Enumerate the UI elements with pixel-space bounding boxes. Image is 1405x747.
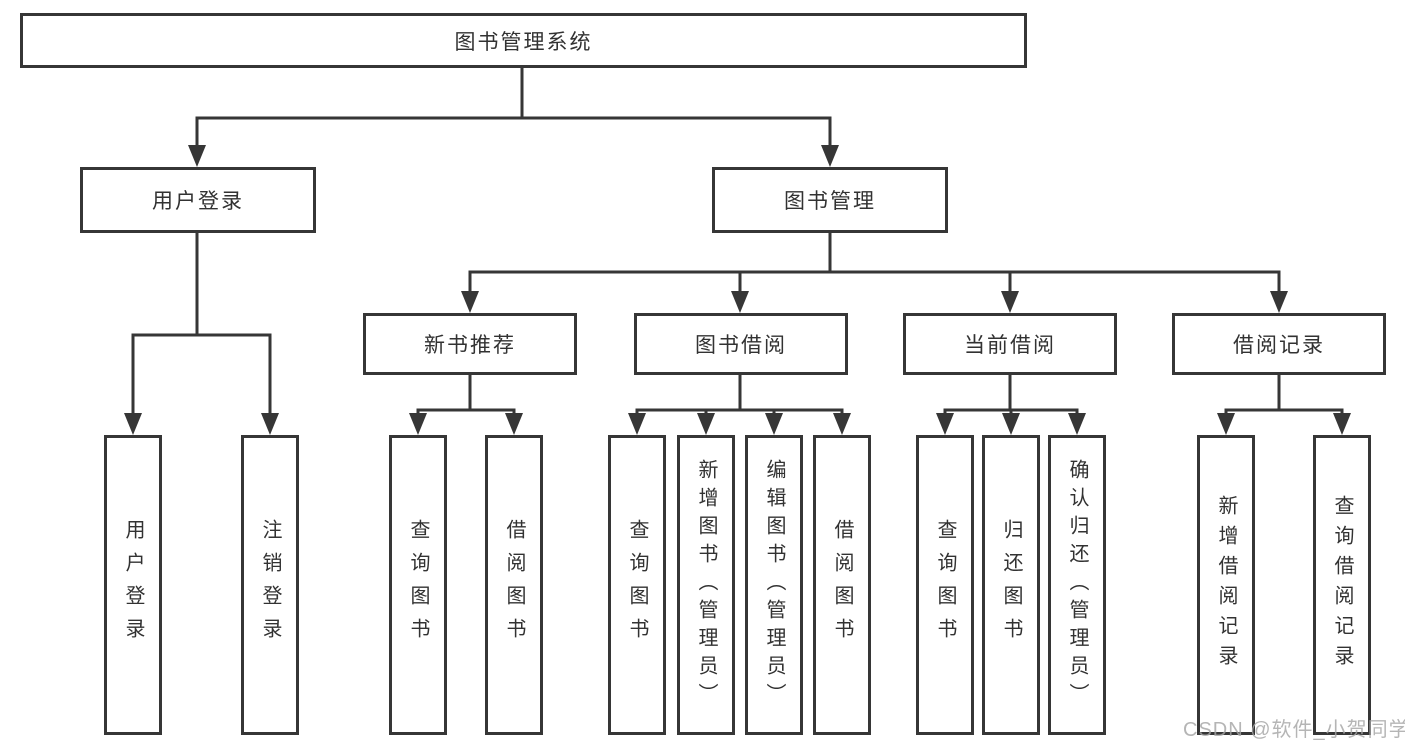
- leaf-query-books-current-label: 查询图书: [934, 519, 956, 651]
- leaf-borrow-books-recommend-label: 借阅图书: [503, 519, 525, 651]
- leaf-add-borrow-record: 新增借阅记录: [1197, 435, 1255, 735]
- leaf-add-borrow-record-label: 新增借阅记录: [1215, 495, 1237, 675]
- leaf-edit-books-admin: 编辑图书（管理员）: [745, 435, 803, 735]
- leaf-edit-books-admin-label: 编辑图书（管理员）: [763, 459, 785, 711]
- leaf-add-books-admin-label: 新增图书（管理员）: [695, 459, 717, 711]
- connector-line: [416, 375, 516, 416]
- leaf-user-login-label: 用户登录: [122, 519, 144, 651]
- arrowhead-down-icon: [1068, 413, 1086, 435]
- leaf-return-books: 归还图书: [982, 435, 1040, 735]
- node-book-management: 图书管理: [712, 167, 948, 233]
- arrowhead-down-icon: [731, 291, 749, 313]
- connector-line: [195, 116, 832, 147]
- arrowhead-down-icon: [188, 145, 206, 167]
- leaf-query-books-recommend-label: 查询图书: [407, 519, 429, 651]
- node-current-borrowing-label: 当前借阅: [964, 334, 1056, 357]
- leaf-logout-label: 注销登录: [259, 519, 281, 651]
- leaf-query-books-current: 查询图书: [916, 435, 974, 735]
- node-root: 图书管理系统: [20, 13, 1027, 68]
- node-user-login: 用户登录: [80, 167, 316, 233]
- arrowhead-down-icon: [628, 413, 646, 435]
- connector-line: [943, 375, 1079, 416]
- arrowhead-down-icon: [1002, 413, 1020, 435]
- node-borrowing-records-label: 借阅记录: [1233, 334, 1325, 357]
- leaf-confirm-return-admin: 确认归还（管理员）: [1048, 435, 1106, 735]
- arrowhead-down-icon: [261, 413, 279, 435]
- arrowhead-down-icon: [1217, 413, 1235, 435]
- leaf-confirm-return-admin-label: 确认归还（管理员）: [1066, 459, 1088, 711]
- arrowheads: [124, 145, 1351, 435]
- leaf-borrow-books: 借阅图书: [813, 435, 871, 735]
- node-user-login-label: 用户登录: [152, 190, 244, 213]
- node-current-borrowing: 当前借阅: [903, 313, 1117, 375]
- leaf-borrow-books-label: 借阅图书: [831, 519, 853, 651]
- node-book-borrowing: 图书借阅: [634, 313, 848, 375]
- arrowhead-down-icon: [409, 413, 427, 435]
- leaf-return-books-label: 归还图书: [1000, 519, 1022, 651]
- node-new-book-recommend-label: 新书推荐: [424, 334, 516, 357]
- arrowhead-down-icon: [124, 413, 142, 435]
- arrowhead-down-icon: [505, 413, 523, 435]
- arrowhead-down-icon: [936, 413, 954, 435]
- leaf-query-books-recommend: 查询图书: [389, 435, 447, 735]
- leaf-query-borrow-record-label: 查询借阅记录: [1331, 495, 1353, 675]
- arrowhead-down-icon: [461, 291, 479, 313]
- node-new-book-recommend: 新书推荐: [363, 313, 577, 375]
- watermark: CSDN @软件_小贺同学: [1183, 719, 1405, 741]
- arrowhead-down-icon: [821, 145, 839, 167]
- arrowhead-down-icon: [1001, 291, 1019, 313]
- node-root-label: 图书管理系统: [454, 30, 593, 54]
- leaf-add-books-admin: 新增图书（管理员）: [677, 435, 735, 735]
- connector-line: [468, 270, 1281, 293]
- arrowhead-down-icon: [765, 413, 783, 435]
- arrowhead-down-icon: [1270, 291, 1288, 313]
- connector-line: [131, 333, 272, 414]
- leaf-borrow-books-recommend: 借阅图书: [485, 435, 543, 735]
- node-borrowing-records: 借阅记录: [1172, 313, 1386, 375]
- node-book-management-label: 图书管理: [784, 190, 876, 213]
- connector-line: [635, 375, 844, 416]
- leaf-query-borrow-record: 查询借阅记录: [1313, 435, 1371, 735]
- leaf-query-books-borrowing: 查询图书: [608, 435, 666, 735]
- connector-line: [1224, 375, 1344, 416]
- arrowhead-down-icon: [1333, 413, 1351, 435]
- arrowhead-down-icon: [697, 413, 715, 435]
- arrowhead-down-icon: [833, 413, 851, 435]
- leaf-logout: 注销登录: [241, 435, 299, 735]
- node-book-borrowing-label: 图书借阅: [695, 334, 787, 357]
- leaf-user-login: 用户登录: [104, 435, 162, 735]
- leaf-query-books-borrowing-label: 查询图书: [626, 519, 648, 651]
